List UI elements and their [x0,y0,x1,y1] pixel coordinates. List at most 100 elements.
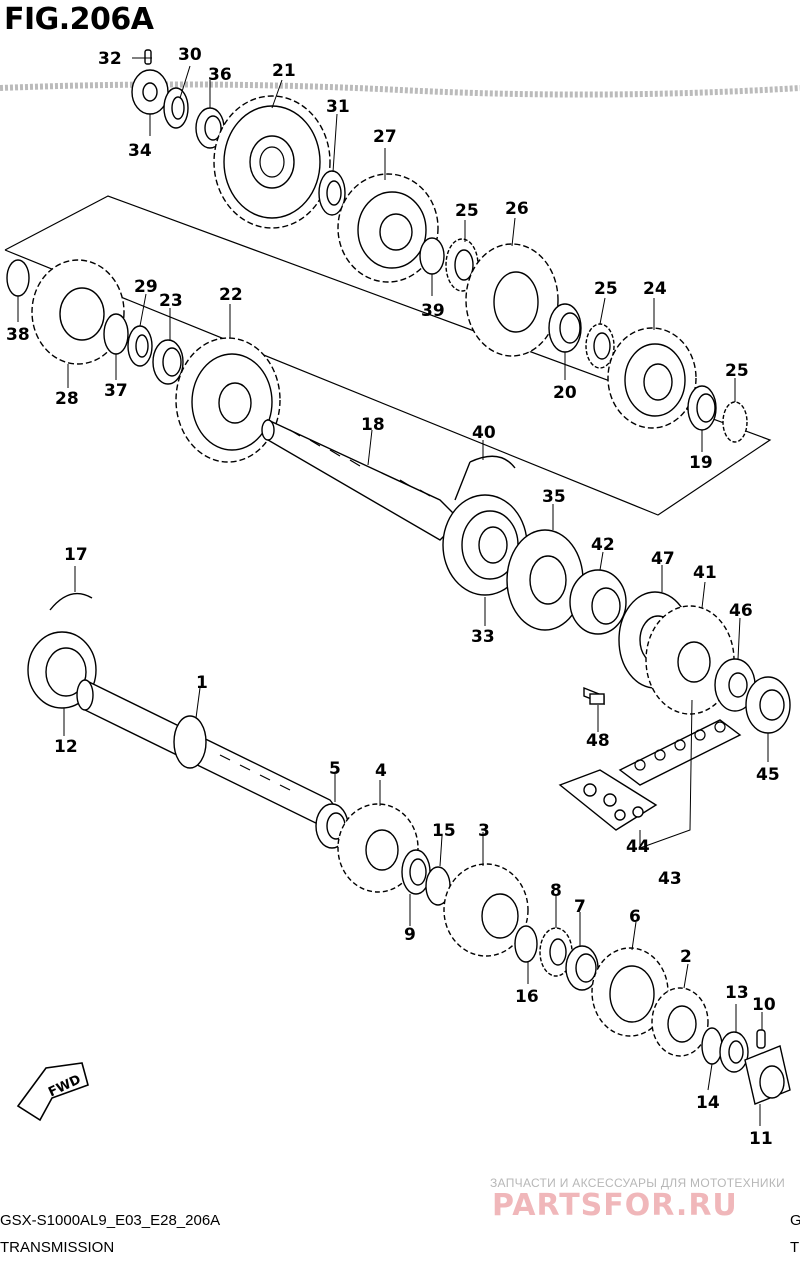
part-28-gear [31,259,125,365]
callout-40: 40 [472,423,496,443]
callout-25c: 25 [725,361,749,381]
callout-23: 23 [159,291,183,311]
part-24-gear [607,327,697,429]
callout-22: 22 [219,285,243,305]
callout-35: 35 [542,487,566,507]
callout-12: 12 [54,737,78,757]
part-31-washer [318,170,346,216]
part-18-countershaft [261,418,461,541]
part-16-circlip [514,925,538,963]
callout-9: 9 [404,925,416,945]
callout-14: 14 [696,1093,720,1113]
watermark-tagline: ЗАПЧАСТИ И АКСЕССУАРЫ ДЛЯ МОТОТЕХНИКИ [490,1176,786,1190]
part-21-gear [213,95,331,229]
callout-13: 13 [725,983,749,1003]
callout-43: 43 [658,869,682,889]
callout-25b: 25 [594,279,618,299]
callout-8: 8 [550,881,562,901]
part-38-circlip [6,259,30,297]
callout-39: 39 [421,301,445,321]
part-26-gear [465,243,559,357]
cut-band [0,81,800,98]
part-29-washer [127,325,153,367]
callout-labels: 1 2 3 4 5 6 7 8 9 10 11 12 13 14 15 16 1… [6,45,780,1149]
part-37-circlip [103,313,129,355]
callout-27: 27 [373,127,397,147]
part-48-bolt [583,686,605,706]
callout-16: 16 [515,987,539,1007]
callout-31: 31 [326,97,350,117]
callout-21: 21 [272,61,296,81]
footer-right-cut-2: T [790,1239,800,1256]
callout-20: 20 [553,383,577,403]
callout-7: 7 [574,897,586,917]
part-17-retainer [49,592,93,611]
callout-41: 41 [693,563,717,583]
watermark-brand: PARTSFOR.RU [492,1188,738,1223]
callout-6: 6 [629,907,641,927]
callout-48: 48 [586,731,610,751]
part-39-circlip [419,237,445,275]
fwd-direction-arrow: FWD [16,1062,89,1122]
part-1-drive-shaft [76,678,347,831]
subassembly-outline [4,195,772,516]
part-32-pin [144,49,152,65]
callout-25a: 25 [455,201,479,221]
part-2-gear [651,987,709,1057]
callout-29: 29 [134,277,158,297]
callout-2: 2 [680,947,692,967]
callout-33: 33 [471,627,495,647]
callout-32: 32 [98,49,122,69]
callout-38: 38 [6,325,30,345]
part-9-washer [401,849,431,895]
part-23-bushing [152,339,184,385]
part-20-bushing [548,303,582,353]
callout-37: 37 [104,381,128,401]
part-41-sprocket [645,605,735,715]
part-27-gear [337,173,439,283]
callout-24: 24 [643,279,667,299]
callout-4: 4 [375,761,387,781]
part-3-gear [443,863,529,957]
callout-3: 3 [478,821,490,841]
part-43-drive-chain [618,719,742,786]
callout-30: 30 [178,45,202,65]
part-30-washer [163,87,189,129]
callout-18: 18 [361,415,385,435]
callout-34: 34 [128,141,152,161]
callout-26: 26 [505,199,529,219]
part-45-seal [745,676,791,734]
part-22-gear [175,337,281,463]
part-11-bushing [744,1045,791,1105]
callout-19: 19 [689,453,713,473]
part-13-washer [719,1031,749,1073]
part-19-bushing [687,385,717,431]
callout-36: 36 [208,65,232,85]
callout-10: 10 [752,995,776,1015]
figure-title: FIG.206A [4,2,154,37]
part-34-holder [131,69,169,115]
callout-45: 45 [756,765,780,785]
leader-lines [17,57,769,1126]
callout-1: 1 [196,673,208,693]
part-7-bushing [565,945,599,991]
part-4-gear [337,803,419,893]
model-code: GSX-S1000AL9_E03_E28_206A [0,1212,221,1229]
section-name: TRANSMISSION [0,1239,115,1256]
part-33-bearing [442,494,528,596]
callout-28: 28 [55,389,79,409]
part-14-circlip [701,1027,723,1065]
callout-46: 46 [729,601,753,621]
callout-15: 15 [432,821,456,841]
part-42-spacer [569,569,627,635]
part-25-bearing-b [585,323,615,369]
callout-47: 47 [651,549,675,569]
part-10-pin [756,1029,766,1049]
part-40-retainer [454,455,516,501]
callout-42: 42 [591,535,615,555]
footer-right-cut-1: G [790,1212,800,1229]
part-44-chain-joint [558,769,658,831]
callout-11: 11 [749,1129,773,1149]
part-25-bearing-c [722,401,748,443]
